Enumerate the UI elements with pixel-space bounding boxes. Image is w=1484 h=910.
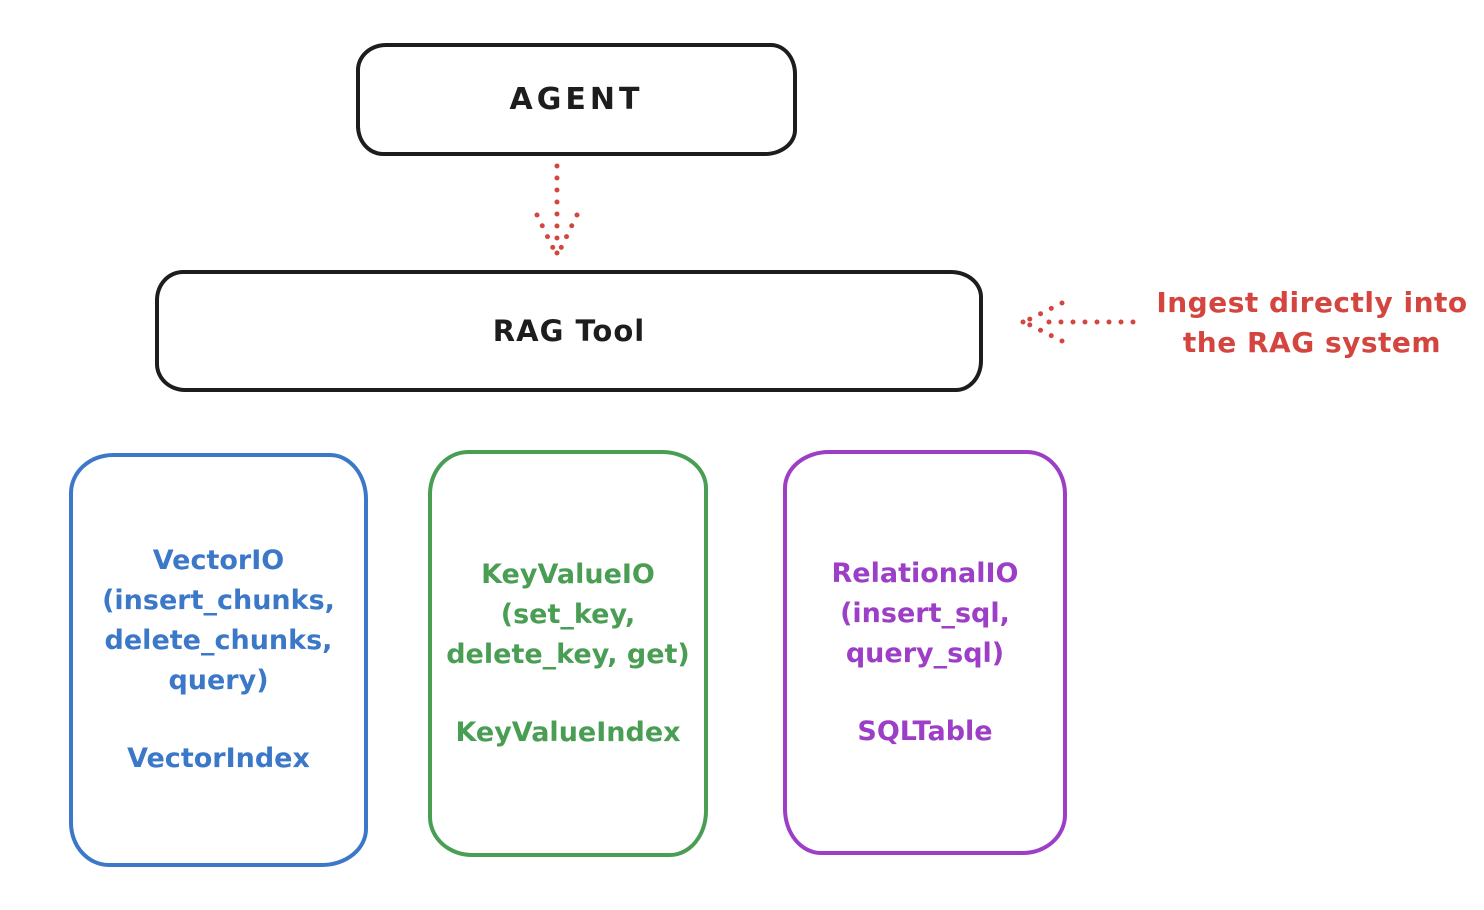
rag-tool-node: RAG Tool bbox=[155, 270, 983, 392]
rag-tool-node-label: RAG Tool bbox=[492, 314, 646, 348]
agent-node-label: AGENT bbox=[509, 82, 644, 117]
arrow-annotation-to-ragtool-icon bbox=[1020, 300, 1136, 344]
vector-io-method-line2: delete_chunks, bbox=[104, 625, 333, 656]
relational-io-title: RelationalIO bbox=[831, 557, 1019, 589]
ingest-annotation: Ingest directly into the RAG system bbox=[1140, 283, 1484, 363]
vector-io-node: VectorIO (insert_chunks, delete_chunks, … bbox=[69, 453, 368, 867]
vector-io-lines: VectorIO (insert_chunks, delete_chunks, … bbox=[102, 541, 335, 701]
keyvalue-io-lines: KeyValueIO (set_key, delete_key, get) bbox=[446, 555, 690, 675]
vector-io-title: VectorIO bbox=[152, 545, 285, 576]
relational-io-lines: RelationalIO (insert_sql, query_sql) bbox=[832, 554, 1019, 674]
keyvalue-io-node: KeyValueIO (set_key, delete_key, get) Ke… bbox=[428, 450, 708, 857]
keyvalue-io-method-line1: (set_key, bbox=[500, 598, 636, 630]
arrow-agent-to-ragtool-icon bbox=[534, 163, 580, 256]
relational-io-method-line2: query_sql) bbox=[845, 637, 1005, 669]
relational-io-method-line1: (insert_sql, bbox=[840, 597, 1010, 629]
keyvalue-io-title: KeyValueIO bbox=[481, 558, 655, 590]
keyvalue-io-method-line2: delete_key, get) bbox=[446, 638, 690, 670]
sql-table-label: SQLTable bbox=[857, 715, 993, 747]
vector-io-method-line1: (insert_chunks, bbox=[102, 585, 335, 616]
ingest-annotation-line2: the RAG system bbox=[1182, 326, 1442, 359]
vector-index-label: VectorIndex bbox=[127, 743, 310, 774]
relational-io-node: RelationalIO (insert_sql, query_sql) SQL… bbox=[783, 450, 1067, 855]
agent-node: AGENT bbox=[356, 43, 797, 156]
keyvalue-index-label: KeyValueIndex bbox=[455, 716, 681, 748]
vector-io-method-line3: query) bbox=[168, 665, 269, 696]
ingest-annotation-line1: Ingest directly into bbox=[1156, 286, 1468, 319]
